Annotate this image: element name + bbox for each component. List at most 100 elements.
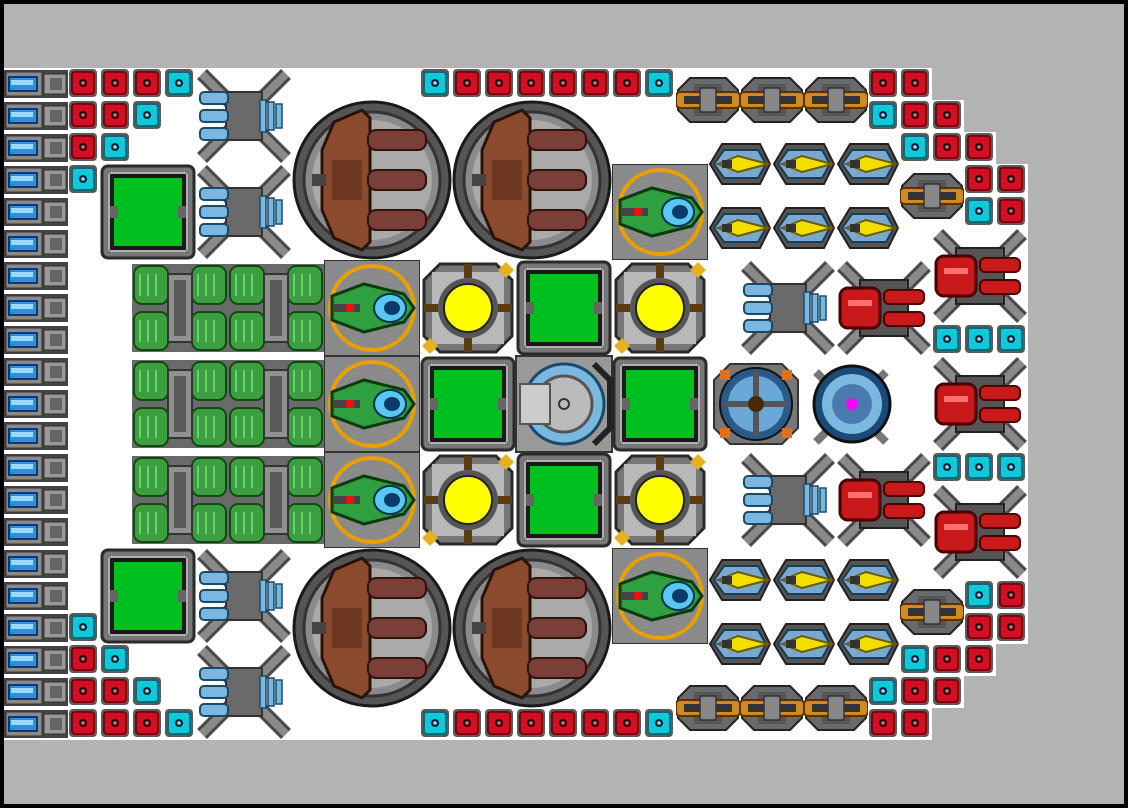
armor-block-red-icon[interactable] <box>68 68 98 98</box>
fuel-tank-icon[interactable] <box>228 359 324 449</box>
plasma-turret-icon[interactable] <box>324 356 420 452</box>
thruster-icon[interactable] <box>4 165 68 195</box>
armor-block-red-icon[interactable] <box>868 708 898 738</box>
armor-block-red-icon[interactable] <box>964 644 994 674</box>
armor-block-red-icon[interactable] <box>100 100 130 130</box>
cannon-icon[interactable] <box>292 100 452 260</box>
torpedo-icon[interactable] <box>709 207 771 249</box>
autocannon-icon[interactable] <box>676 685 740 731</box>
armor-block-red-icon[interactable] <box>996 164 1026 194</box>
armor-block-red-icon[interactable] <box>132 708 162 738</box>
cannon-icon[interactable] <box>452 548 612 708</box>
armor-block-red-icon[interactable] <box>964 132 994 162</box>
armor-block-cyan-icon[interactable] <box>964 324 994 354</box>
armor-block-cyan-icon[interactable] <box>868 100 898 130</box>
armor-block-cyan-icon[interactable] <box>100 644 130 674</box>
armor-block-red-icon[interactable] <box>964 612 994 642</box>
armor-block-red-icon[interactable] <box>132 68 162 98</box>
thruster-icon[interactable] <box>4 325 68 355</box>
armor-block-red-icon[interactable] <box>900 708 930 738</box>
armor-block-cyan-icon[interactable] <box>900 132 930 162</box>
armor-block-red-icon[interactable] <box>612 708 642 738</box>
thruster-icon[interactable] <box>4 517 68 547</box>
reactor-icon[interactable] <box>516 452 612 548</box>
thruster-icon[interactable] <box>4 293 68 323</box>
armor-block-red-icon[interactable] <box>68 100 98 130</box>
torpedo-icon[interactable] <box>773 143 835 185</box>
warp-drive-icon[interactable] <box>812 364 892 445</box>
torpedo-icon[interactable] <box>709 623 771 665</box>
cannon-icon[interactable] <box>452 100 612 260</box>
fuel-tank-icon[interactable] <box>132 359 228 449</box>
reactor-icon[interactable] <box>100 164 196 260</box>
thruster-icon[interactable] <box>4 197 68 227</box>
fuel-tank-icon[interactable] <box>132 263 228 353</box>
torpedo-icon[interactable] <box>837 559 899 601</box>
armor-block-red-icon[interactable] <box>580 708 610 738</box>
thruster-icon[interactable] <box>4 453 68 483</box>
armor-block-cyan-icon[interactable] <box>868 676 898 706</box>
plasma-turret-icon[interactable] <box>612 548 708 644</box>
armor-block-cyan-icon[interactable] <box>132 100 162 130</box>
thruster-icon[interactable] <box>4 581 68 611</box>
torpedo-icon[interactable] <box>709 559 771 601</box>
armor-block-red-icon[interactable] <box>484 708 514 738</box>
armor-block-red-icon[interactable] <box>932 132 962 162</box>
armor-block-cyan-icon[interactable] <box>164 708 194 738</box>
armor-block-red-icon[interactable] <box>100 676 130 706</box>
armor-block-cyan-icon[interactable] <box>996 452 1026 482</box>
armor-block-red-icon[interactable] <box>932 676 962 706</box>
power-core-icon[interactable] <box>612 260 708 356</box>
armor-block-red-icon[interactable] <box>68 132 98 162</box>
armor-block-red-icon[interactable] <box>100 708 130 738</box>
autocannon-icon[interactable] <box>804 685 868 731</box>
armor-block-red-icon[interactable] <box>516 708 546 738</box>
thruster-icon[interactable] <box>4 485 68 515</box>
armor-block-red-icon[interactable] <box>68 708 98 738</box>
autocannon-icon[interactable] <box>804 77 868 123</box>
bridge-icon[interactable] <box>515 355 613 453</box>
armor-block-cyan-icon[interactable] <box>132 676 162 706</box>
armor-block-red-icon[interactable] <box>68 644 98 674</box>
armor-block-red-icon[interactable] <box>548 708 578 738</box>
thruster-icon[interactable] <box>4 709 68 739</box>
reactor-icon[interactable] <box>420 356 516 452</box>
thruster-icon[interactable] <box>4 677 68 707</box>
fuel-tank-icon[interactable] <box>132 455 228 545</box>
armor-block-cyan-icon[interactable] <box>964 452 994 482</box>
plasma-turret-icon[interactable] <box>612 164 708 260</box>
fuel-tank-icon[interactable] <box>228 455 324 545</box>
armor-block-red-icon[interactable] <box>996 580 1026 610</box>
thruster-icon[interactable] <box>4 133 68 163</box>
armor-block-cyan-icon[interactable] <box>100 132 130 162</box>
armor-block-red-icon[interactable] <box>996 612 1026 642</box>
armor-block-cyan-icon[interactable] <box>68 164 98 194</box>
armor-block-red-icon[interactable] <box>548 68 578 98</box>
thruster-icon[interactable] <box>4 101 68 131</box>
autocannon-icon[interactable] <box>740 77 804 123</box>
torpedo-icon[interactable] <box>709 143 771 185</box>
armor-block-cyan-icon[interactable] <box>932 324 962 354</box>
armor-block-red-icon[interactable] <box>964 164 994 194</box>
armor-block-cyan-icon[interactable] <box>164 68 194 98</box>
thruster-icon[interactable] <box>4 69 68 99</box>
torpedo-icon[interactable] <box>837 623 899 665</box>
reactor-icon[interactable] <box>516 260 612 356</box>
armor-block-red-icon[interactable] <box>868 68 898 98</box>
torpedo-icon[interactable] <box>837 207 899 249</box>
torpedo-icon[interactable] <box>837 143 899 185</box>
power-core-icon[interactable] <box>420 452 516 548</box>
armor-block-red-icon[interactable] <box>484 68 514 98</box>
thruster-icon[interactable] <box>4 549 68 579</box>
autocannon-icon[interactable] <box>900 589 964 635</box>
thruster-icon[interactable] <box>4 645 68 675</box>
armor-block-red-icon[interactable] <box>900 68 930 98</box>
armor-block-cyan-icon[interactable] <box>964 580 994 610</box>
plasma-turret-icon[interactable] <box>324 260 420 356</box>
torpedo-icon[interactable] <box>773 623 835 665</box>
armor-block-red-icon[interactable] <box>612 68 642 98</box>
power-core-icon[interactable] <box>612 452 708 548</box>
thruster-icon[interactable] <box>4 357 68 387</box>
